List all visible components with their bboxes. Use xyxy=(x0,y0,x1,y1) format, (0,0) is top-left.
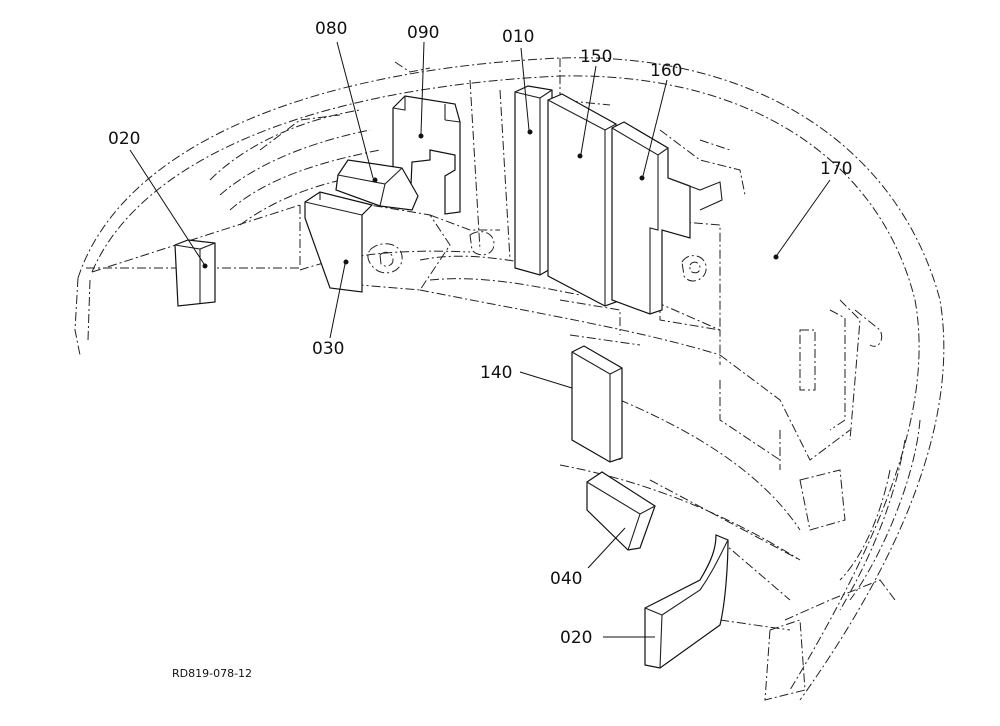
part-170-plate xyxy=(773,254,779,260)
callout-140: 140 xyxy=(480,363,512,383)
callout-030: 030 xyxy=(312,339,344,359)
callout-170: 170 xyxy=(820,159,852,179)
part-020-bottom-weight xyxy=(644,534,729,669)
part-040-weight xyxy=(586,471,656,551)
part-010-weight xyxy=(514,85,553,276)
callout-010: 010 xyxy=(502,27,534,47)
callout-160: 160 xyxy=(650,61,682,81)
part-030-weight xyxy=(304,191,374,293)
drawing-code: RD819-078-12 xyxy=(172,667,252,680)
callout-090: 090 xyxy=(407,23,439,43)
part-080-weight xyxy=(335,159,419,211)
part-160-weight xyxy=(611,121,723,315)
callout-150: 150 xyxy=(580,47,612,67)
callout-020-bottom: 020 xyxy=(560,628,592,648)
callout-020-left: 020 xyxy=(108,129,140,149)
callout-040: 040 xyxy=(550,569,582,589)
callout-080: 080 xyxy=(315,19,347,39)
part-020-left-weight xyxy=(174,239,216,307)
part-150-weight xyxy=(547,93,617,307)
callout-labels: 080 090 010 150 160 020 170 030 140 040 … xyxy=(108,19,852,648)
part-140-weight xyxy=(571,345,623,463)
leader-lines xyxy=(129,41,831,638)
